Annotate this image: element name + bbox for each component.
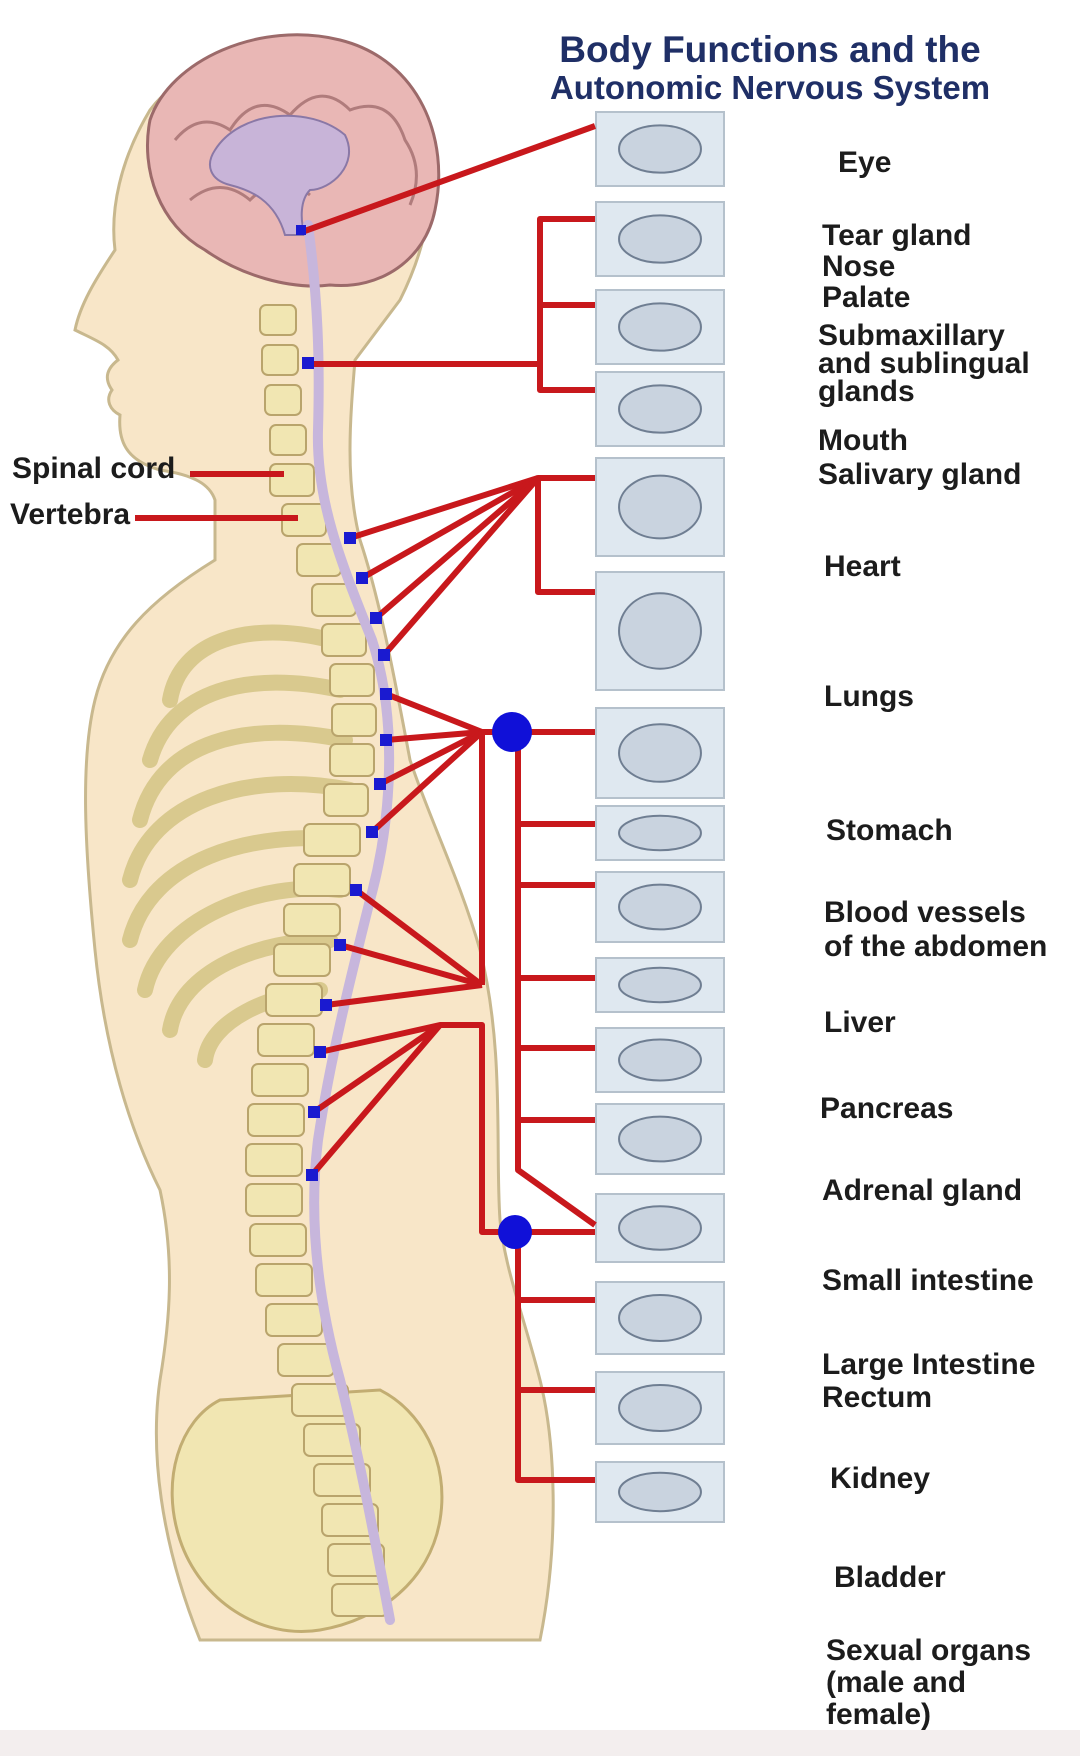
title-line-2: Autonomic Nervous System [549,69,991,106]
vertebra [251,1063,309,1097]
vertebra [331,703,377,737]
organ-label-bladder: Bladder [834,1561,946,1594]
large-intestine-icon [595,1193,725,1263]
title-line-1: Body Functions and the [559,29,981,70]
diagram-title: Body Functions and the Autonomic Nervous… [510,30,1030,106]
tear-gland-icon [595,201,725,277]
vertebra [323,783,369,817]
vertebra [273,943,331,977]
vertebra [321,623,367,657]
organ-label-stomach: Stomach [826,814,953,847]
vertebra [269,463,315,497]
blood-vessel-icon [595,805,725,861]
vertebra [283,903,341,937]
vertebra [257,1023,315,1057]
celiac-ganglion [492,712,532,752]
vertebra [303,1423,361,1457]
label-vertebra: Vertebra [10,498,131,531]
kidney-icon [595,1281,725,1355]
organ-label-liver: Liver [824,1006,896,1039]
vertebra [261,344,299,376]
nerve-lines [135,123,597,1483]
organ-label-tear-gland: Tear gland Nose Palate [822,219,972,314]
spinal-nerve-roots [296,225,392,1181]
vertebra [265,1303,323,1337]
organ-label-heart: Heart [824,550,901,583]
vertebra [321,1503,379,1537]
vertebra [259,304,297,336]
vertebra [245,1143,303,1177]
vertebra [245,1183,303,1217]
organ-label-mouth: Mouth Salivary gland [818,424,1022,491]
organ-label-large-intestine: Large Intestine Rectum [822,1348,1036,1414]
small-intestine-icon [595,1103,725,1175]
organ-label-lungs: Lungs [824,680,914,713]
vertebra [249,1223,307,1257]
heart-icon [595,457,725,557]
vertebra [247,1103,305,1137]
vertebra [293,863,351,897]
vertebra [269,424,307,456]
organ-label-adrenal: Adrenal gland [822,1174,1023,1207]
bottom-band [0,1730,1080,1756]
vertebra [265,983,323,1017]
vertebra [329,663,375,697]
vertebra [329,743,375,777]
stomach-icon [595,707,725,799]
vertebra [303,823,361,857]
liver-icon [595,871,725,943]
organ-label-kidney: Kidney [830,1462,931,1495]
reproductive-organs-icon [595,1461,725,1523]
organ-label-small-intestine: Small intestine [822,1264,1034,1297]
mesenteric-ganglion [498,1215,532,1249]
organ-label-pancreas: Pancreas [820,1092,954,1125]
organ-label-blood-vessels: Blood vessels of the abdomen [824,896,1048,963]
organ-label-eye: Eye [838,146,892,179]
vertebra [264,384,302,416]
pancreas-icon [595,957,725,1013]
brain-midline [209,114,351,236]
label-spinal-cord: Spinal cord [12,452,176,485]
vertebra [277,1343,335,1377]
organ-label-sexual-organs: Sexual organs (male and female) [826,1634,1032,1731]
organ-label-submaxillary: Submaxillary and sublingual glands [818,319,1030,408]
adrenal-gland-icon [595,1027,725,1093]
bladder-icon [595,1371,725,1445]
salivary-glands-icon [595,289,725,365]
vertebra [327,1543,385,1577]
spine-vertebrae [245,304,389,1617]
eye-icon [595,111,725,187]
lungs-icon [595,571,725,691]
vertebra [255,1263,313,1297]
mouth-icon [595,371,725,447]
